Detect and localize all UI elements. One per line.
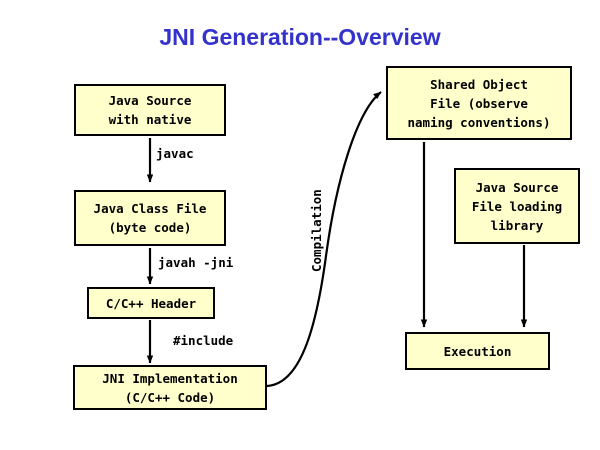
edge-label-include: #include (173, 333, 234, 348)
node-jni-implementation[interactable]: JNI Implementation (C/C++ Code) (73, 365, 267, 410)
page-title: JNI Generation--Overview (159, 24, 441, 50)
node-java-source-native[interactable]: Java Source with native (74, 84, 226, 136)
connector-compilation (266, 91, 382, 388)
node-shared-object-file[interactable]: Shared Object File (observe naming conve… (386, 66, 572, 140)
node-java-source-loading-library[interactable]: Java Source File loading library (454, 168, 580, 244)
edge-label-javah-jni: javah -jni (158, 255, 234, 270)
node-execution[interactable]: Execution (405, 332, 550, 370)
edge-label-javac: javac (156, 146, 194, 161)
edge-label-compilation: Compilation (309, 189, 324, 272)
node-c-cpp-header[interactable]: C/C++ Header (87, 287, 215, 319)
node-java-class-file[interactable]: Java Class File (byte code) (74, 190, 226, 246)
